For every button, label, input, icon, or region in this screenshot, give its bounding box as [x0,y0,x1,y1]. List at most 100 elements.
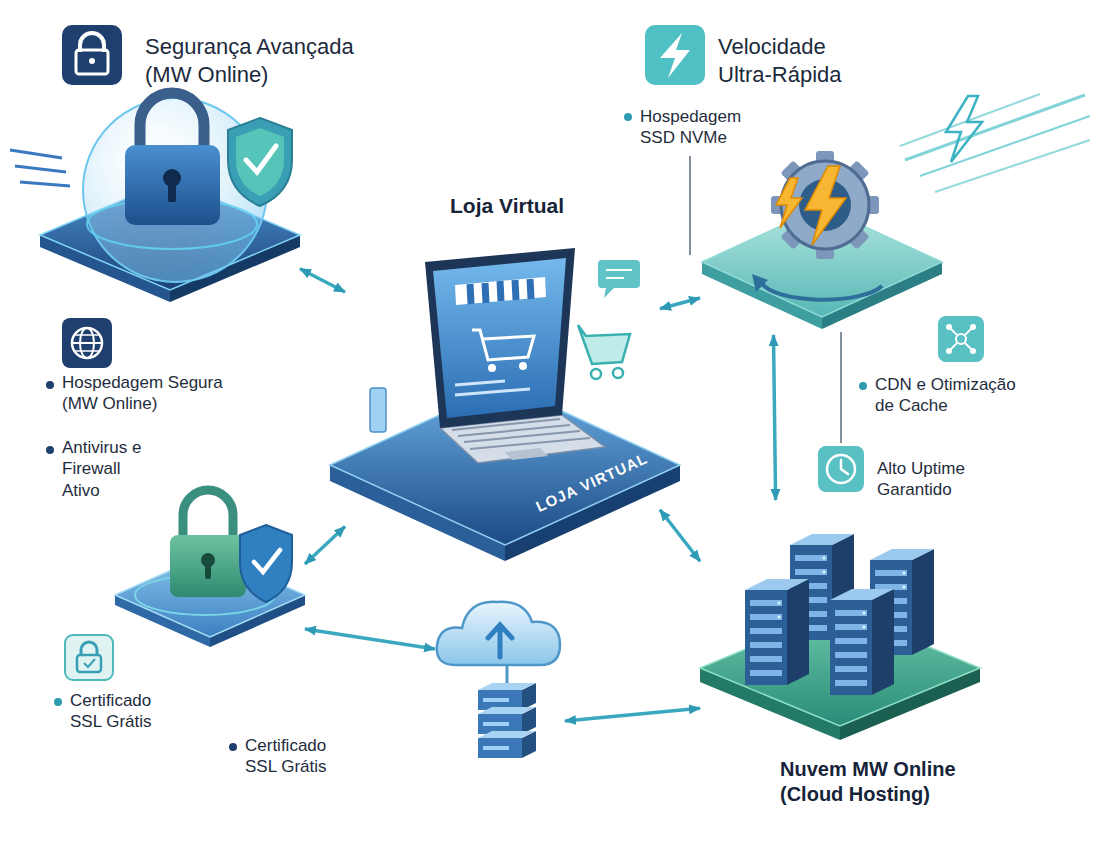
speed-platform [702,94,1090,329]
feature-label: Alto Uptime Garantido [877,458,1007,501]
globe-icon [75,335,99,351]
security-platform [15,166,66,172]
cdn-icon [938,316,984,362]
speed-platform [935,140,1090,192]
cloud-servers [745,579,809,685]
security-icon [62,25,122,85]
globe-icon [72,342,102,344]
shop-platform [519,362,527,370]
shop-platform [505,448,548,460]
label-holder: Hospedagem Segura (MW Online) [62,372,237,415]
flow-arrow [565,708,700,721]
security-platform [228,118,292,206]
label-markers [624,113,632,121]
ssl-icon [65,635,113,680]
shop-platform [425,248,575,428]
label-markers [46,446,54,454]
speed-platform [805,166,846,245]
section-heading: Velocidade Ultra-Rápida [718,33,878,88]
ssl-icon [84,659,95,667]
ssl-platform [240,525,292,602]
globe-icon [62,318,112,368]
cloud-backup [478,683,536,710]
clock-icon [818,446,864,492]
flow-arrow [305,629,435,649]
security-icon [62,25,122,85]
security-platform [125,145,220,225]
platform-node: Velocidade Ultra-Rápida [700,150,945,335]
label-markers [229,743,237,751]
ssl-icon [77,655,101,672]
cloud-servers [700,534,980,740]
shop-platform [433,258,566,418]
speed-platform [920,116,1090,176]
shop-platform [613,368,623,378]
flow-arrow [774,335,776,500]
feature-text: Certificado SSL Grátis [245,735,355,778]
speed-platform [776,178,802,228]
feature-label: CDN e Otimização de Cache [875,374,1030,417]
cdn-icon [949,327,973,351]
ssl-icon [65,635,113,680]
platform-node: Certificado SSL Grátis [435,595,565,775]
cdn-icon [938,316,984,362]
flow-arrow [300,269,345,292]
shop-platform [488,364,496,372]
ssl-platform [183,490,233,540]
cloud-backup [437,602,560,665]
platform-caption: LOJA VIRTUAL [533,449,650,516]
cdn-icon [956,334,966,344]
label-markers [840,332,842,443]
speed-icon [645,25,705,85]
speed-platform [752,274,768,292]
text-holder: Nuvem MW Online (Cloud Hosting) [780,757,1000,807]
shop-platform [598,260,640,288]
security-platform [140,93,204,150]
label-markers [46,381,54,389]
feature-label: Hospedagem Segura (MW Online) [62,372,237,415]
label-holder: Hospedagem SSD NVMe [640,106,760,149]
cloud-backup [437,602,560,758]
text-holder: LOJA VIRTUAL [533,449,650,516]
platform-node: Certificado SSL Grátis [115,525,305,655]
shop-platform [606,270,632,278]
cloud-backup [478,731,536,758]
security-platform [168,182,176,202]
clock-icon [827,455,855,483]
shop-platform [330,248,680,561]
shop-platform [470,279,531,304]
flow-arrow [660,298,700,309]
shop-platform [604,288,614,298]
clock-icon [841,460,848,474]
security-platform [10,93,300,302]
security-platform [10,150,62,158]
security-icon [76,50,108,74]
globe-icon [72,328,102,358]
security-platform [20,182,70,186]
node-heading: Nuvem MW Online (Cloud Hosting) [780,757,1000,807]
security-platform [236,128,284,196]
node-heading: Loja Virtual [450,193,650,219]
text-holder: Velocidade Ultra-Rápida [718,33,878,88]
speed-icon [645,25,705,85]
label-markers [859,382,867,390]
feature-text: Certificado SSL Grátis [70,690,180,733]
label-holder: Alto Uptime Garantido [877,458,1007,501]
globe-icon [62,318,112,368]
platform-node: Segurança Avançada (MW Online) [40,120,300,295]
shop-platform [472,330,534,360]
shop-platform [370,388,386,432]
ssl-platform [254,550,280,572]
security-icon [89,58,95,64]
flow-arrow [660,510,700,562]
ssl-platform [170,535,246,597]
text-holder: Certificado SSL Grátis [245,735,355,778]
shop-platform [578,325,630,364]
speed-platform [946,96,982,162]
connector-group [300,269,776,721]
cloud-backup [488,625,512,657]
text-holder: Certificado SSL Grátis [70,690,180,733]
text-holder: Segurança Avançada (MW Online) [145,33,385,88]
